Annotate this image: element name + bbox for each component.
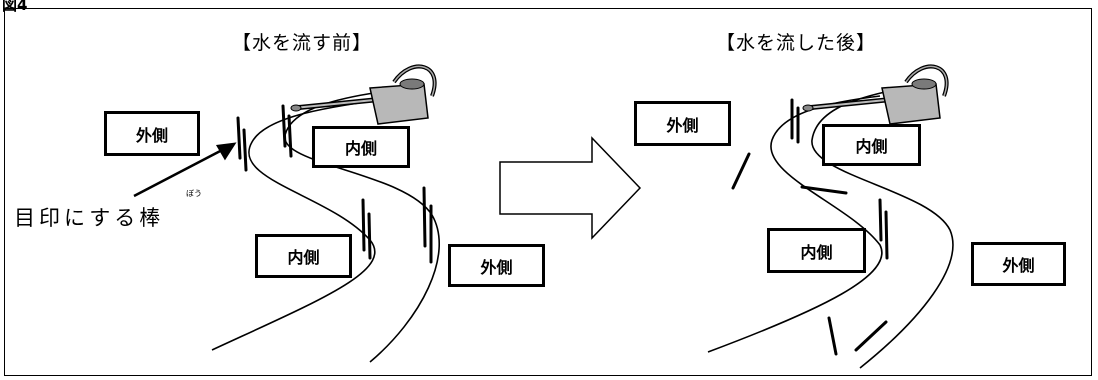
river-before-right-bank — [284, 91, 441, 363]
river-before-left-bank — [211, 99, 381, 351]
stake-before-5 — [361, 198, 366, 252]
stake-before-4 — [287, 114, 293, 158]
marker-stake-ruby: ぼう — [186, 189, 202, 198]
stake-before-6 — [367, 212, 372, 260]
before-outer-label-2: 外側 — [448, 244, 545, 287]
stake-after-8 — [854, 320, 888, 352]
stake-after-4 — [800, 185, 848, 195]
marker-stake-text: 目印にする棒 — [14, 206, 165, 230]
stake-before-3 — [281, 104, 287, 148]
figure-frame — [4, 8, 1092, 376]
stakes-after — [731, 98, 889, 356]
marker-stake-label: 目印にする棒 ぼう — [14, 189, 202, 232]
figure-label: 図4 — [2, 0, 28, 14]
stake-after-7 — [827, 316, 838, 356]
stake-before-1 — [236, 116, 242, 160]
river-before — [211, 91, 441, 363]
right-arrow-icon — [499, 136, 642, 240]
stake-after-6 — [884, 210, 889, 260]
after-inner-label-1: 内側 — [822, 124, 921, 166]
after-title: 【水を流した後】 — [716, 32, 877, 54]
before-inner-label-2: 内側 — [255, 234, 352, 278]
before-title: 【水を流す前】 — [232, 32, 373, 54]
after-inner-label-2: 内側 — [767, 228, 866, 273]
stake-before-7 — [422, 186, 427, 248]
before-outer-label-1: 外側 — [104, 111, 200, 156]
stakes-before — [236, 104, 433, 264]
watering-can-icon — [290, 64, 437, 125]
before-inner-label-1: 内側 — [312, 126, 410, 168]
after-outer-label-2: 外側 — [971, 242, 1066, 286]
river-after-right-bank — [811, 91, 954, 369]
watering-can-icon — [802, 64, 949, 125]
river-after — [707, 91, 954, 369]
stake-before-2 — [242, 128, 248, 172]
river-after-left-bank — [707, 95, 883, 353]
stake-after-1 — [731, 152, 751, 190]
after-outer-label-1: 外側 — [634, 101, 731, 146]
marker-pointer-arrow — [133, 142, 237, 198]
stake-after-5 — [878, 198, 883, 242]
